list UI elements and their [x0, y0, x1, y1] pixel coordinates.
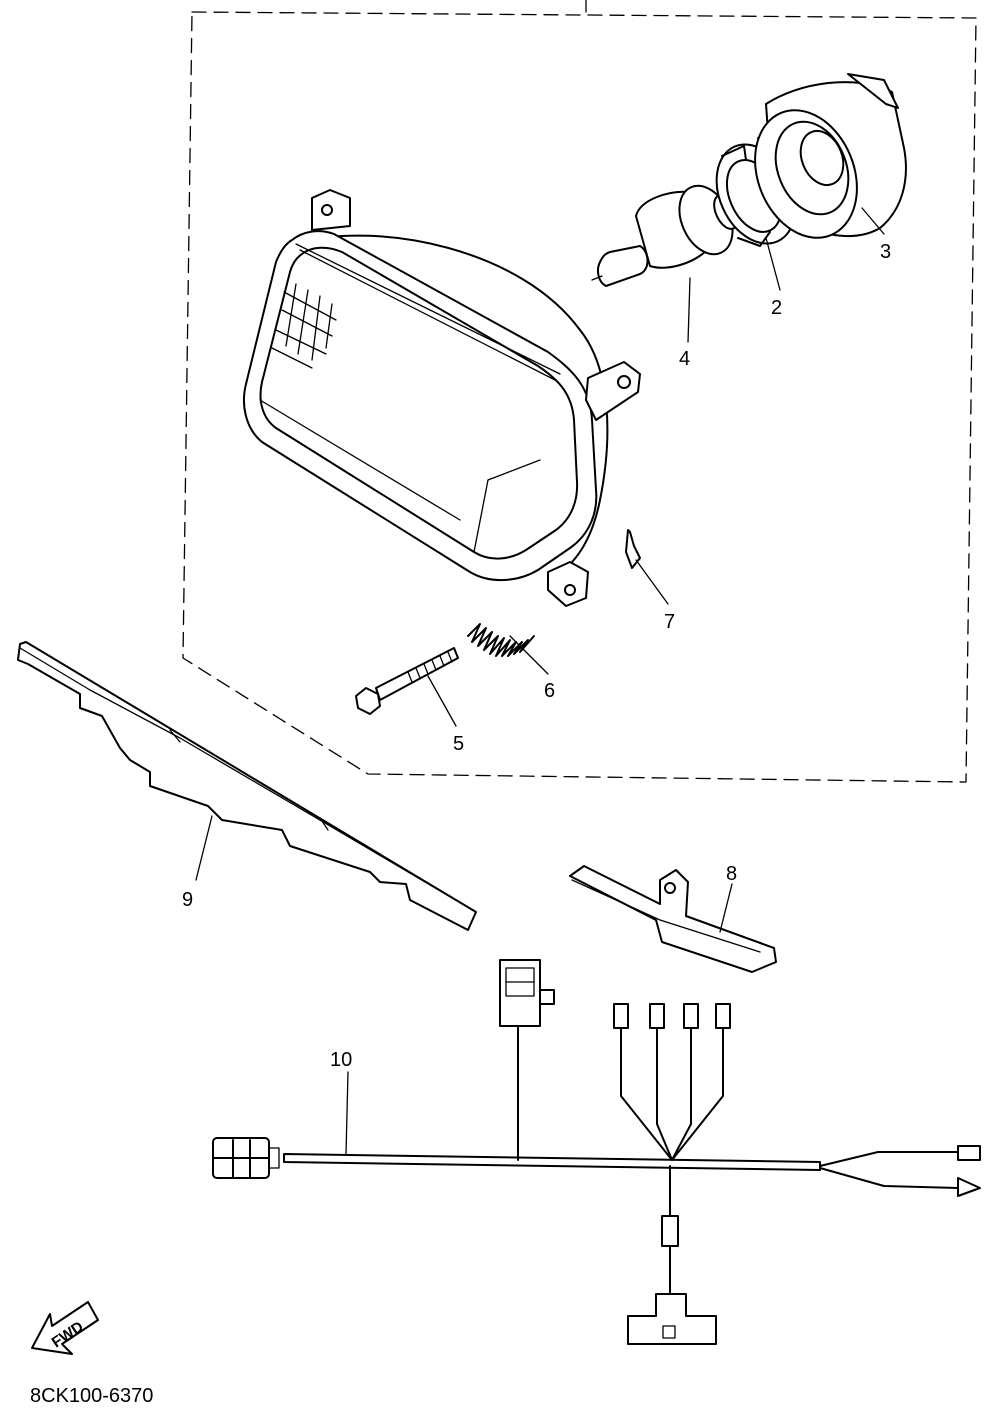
callout-10: 10 [330, 1049, 352, 1071]
drawing-code: 8CK100-6370 [30, 1385, 153, 1407]
callout-8: 8 [726, 863, 737, 885]
bracket-part-9 [17, 641, 477, 931]
bolt-part-5 [355, 647, 459, 715]
callout-3: 3 [880, 241, 891, 263]
callout-9: 9 [182, 889, 193, 911]
clip-part-7 [625, 529, 641, 569]
callout-5: 5 [453, 733, 464, 755]
fwd-direction-arrow: FWD [31, 1301, 99, 1355]
assembly-boundary [182, 0, 977, 783]
callout-6: 6 [544, 680, 555, 702]
leader-lines [195, 207, 885, 1155]
headlight-unit [243, 189, 641, 607]
rubber-cover-part-3 [754, 73, 907, 239]
callout-2: 2 [771, 297, 782, 319]
bracket-part-8 [569, 865, 777, 973]
part-callouts: 2 3 4 5 6 7 8 9 10 [182, 241, 891, 1071]
callout-4: 4 [679, 348, 690, 370]
callout-7: 7 [664, 611, 675, 633]
spring-part-6 [467, 623, 535, 657]
wire-harness-part-10 [212, 959, 981, 1345]
